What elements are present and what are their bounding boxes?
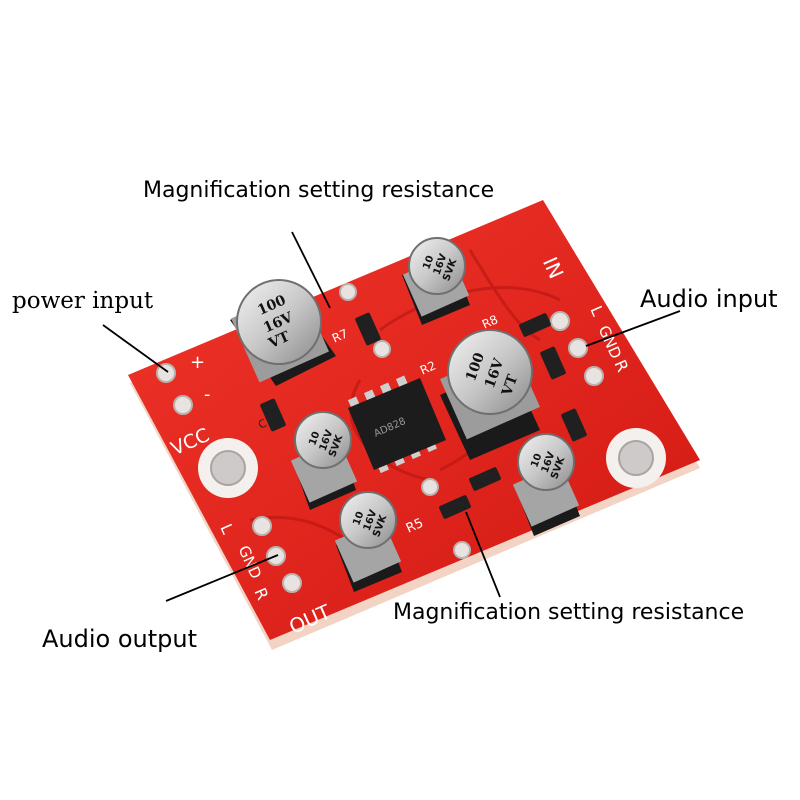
silk-minus: -	[204, 384, 211, 405]
leader-magnification-top	[291, 231, 331, 309]
smd-resistors	[260, 312, 587, 519]
silk-r2: R2	[418, 358, 438, 377]
callout-power-input: power input	[12, 288, 154, 314]
capacitor-10uf-top: 10 16V SVK	[402, 237, 470, 325]
capacitor-10uf-bottom: 10 16V SVK	[334, 491, 402, 592]
callout-lines	[102, 231, 681, 602]
callout-magnification-top: Magnification setting resistance	[143, 178, 495, 203]
cap-label-value: 10	[307, 430, 322, 447]
leader-audio-output	[165, 554, 279, 602]
leader-magnification-bottom	[465, 511, 501, 598]
capacitor-100uf-left: 100 16V VT	[230, 279, 336, 386]
callout-audio-output: Audio output	[42, 625, 198, 653]
mounting-hole-left	[198, 438, 258, 498]
silk-plus: +	[190, 352, 205, 373]
silk-r5: R5	[404, 516, 426, 537]
cap-label-value: 10	[351, 510, 366, 527]
leader-power-input	[102, 324, 169, 373]
pads	[156, 283, 604, 593]
leader-audio-input	[585, 310, 681, 347]
cap-label-value: 10	[421, 254, 436, 271]
amplifier-ic: AD828	[347, 375, 446, 474]
silk-r7: R7	[330, 326, 350, 345]
callout-magnification-bottom: Magnification setting resistance	[393, 600, 745, 625]
cap-label-code: VT	[499, 372, 522, 399]
cap-label-value: 10	[529, 452, 544, 469]
capacitor-10uf-right: 10 16V SVK	[512, 433, 580, 536]
silk-r8: R8	[480, 312, 500, 331]
capacitor-100uf-right: 100 16V VT	[440, 329, 540, 460]
capacitor-10uf-middle-left: 10 16V SVK	[290, 411, 358, 510]
callout-audio-input: Audio input	[640, 285, 778, 313]
mounting-hole-right	[606, 428, 666, 488]
